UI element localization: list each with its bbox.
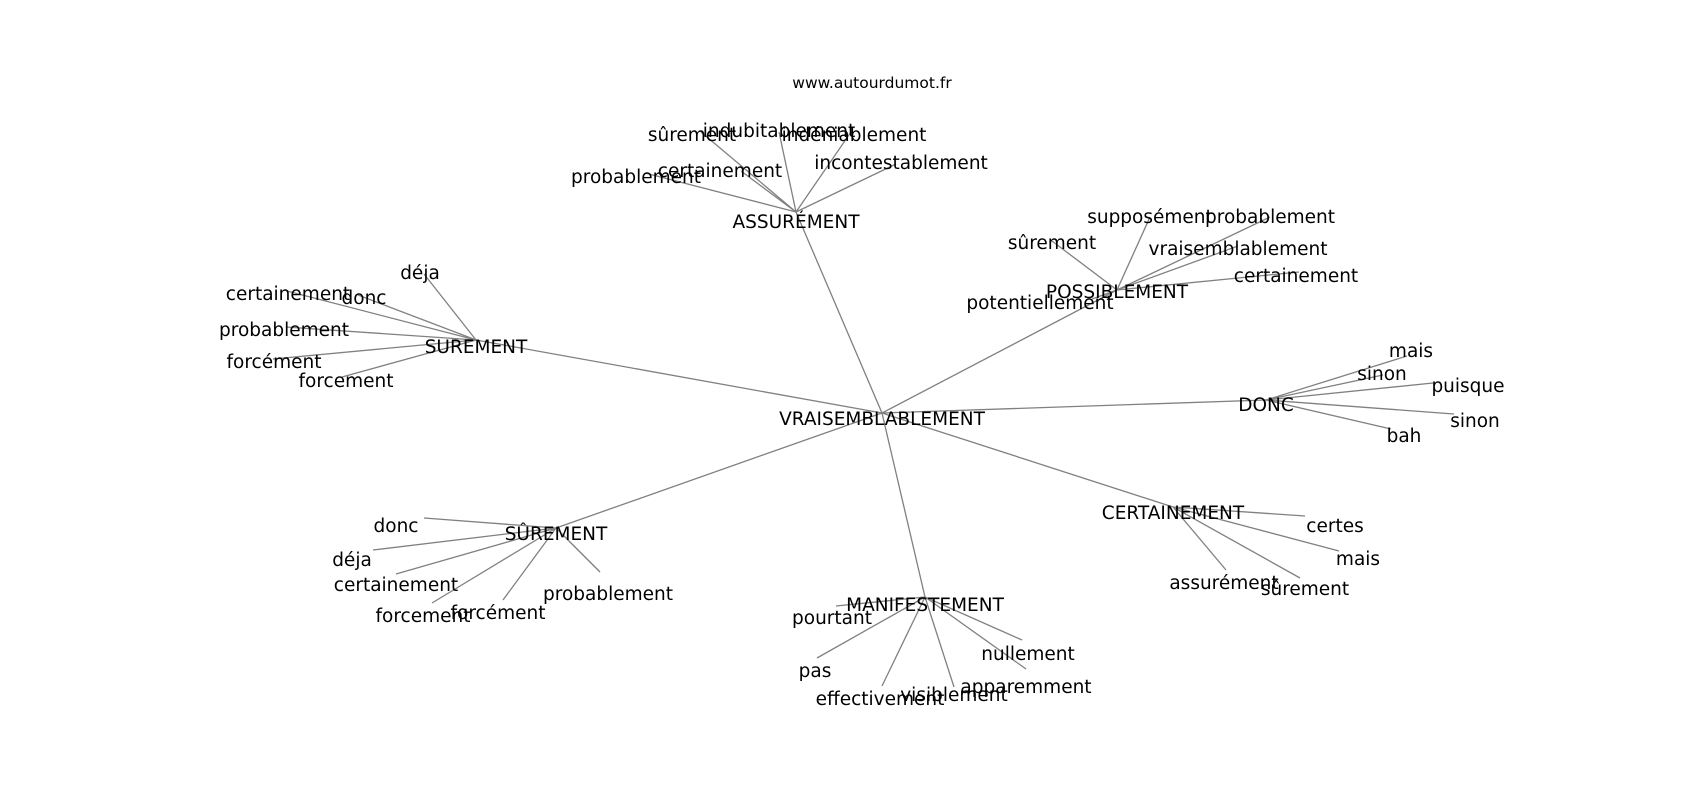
leaf-word-donc-1: sinon — [1357, 364, 1407, 385]
leaf-word-assurement-1: sûrement — [648, 125, 736, 146]
edge-assurement-3 — [795, 131, 852, 213]
hub-word-surement-plain: SUREMENT — [425, 337, 528, 358]
leaf-word-manifestement-4: apparemment — [960, 677, 1091, 698]
leaf-word-surement-plain-2: donc — [342, 288, 387, 309]
edge-center-certainement — [881, 412, 1174, 508]
leaf-word-surement-plain-0: déja — [400, 263, 440, 284]
edge-surement-plain-4 — [272, 339, 477, 360]
edge-center-surement-plain — [475, 339, 883, 414]
leaf-word-surement-accent-3: forcement — [376, 606, 471, 627]
leaf-word-manifestement-3: visiblement — [900, 685, 1008, 706]
leaf-word-surement-accent-5: probablement — [543, 584, 673, 605]
hub-word-possiblement: POSSIBLEMENT — [1046, 282, 1189, 303]
leaf-word-manifestement-5: nullement — [981, 644, 1075, 665]
edge-surement-plain-0 — [423, 273, 477, 341]
leaf-word-possiblement-4: certainement — [1234, 266, 1358, 287]
edge-center-assurement — [795, 211, 883, 414]
edge-certainement-3 — [1172, 506, 1301, 579]
edge-center-donc — [881, 399, 1267, 414]
leaf-word-certainement-1: mais — [1336, 549, 1380, 570]
leaf-word-donc-0: mais — [1389, 341, 1433, 362]
edge-possiblement-5 — [1091, 289, 1118, 300]
labels: probablementsûrementindubitablementindén… — [219, 121, 1505, 710]
leaf-word-assurement-4: certainement — [658, 161, 782, 182]
leaf-word-possiblement-3: vraisemblablement — [1149, 239, 1328, 260]
edge-surement-plain-2 — [357, 294, 477, 341]
edge-manifestement-0 — [835, 596, 926, 607]
leaf-word-donc-2: puisque — [1431, 376, 1504, 397]
edge-surement-plain-5 — [341, 339, 477, 378]
leaf-word-possiblement-0: sûrement — [1008, 233, 1096, 254]
edge-surement-accent-1 — [372, 527, 557, 551]
edge-donc-2 — [1265, 382, 1434, 401]
leaf-word-surement-plain-3: probablement — [219, 320, 349, 341]
edge-center-possiblement — [881, 289, 1118, 414]
edge-manifestement-1 — [816, 596, 926, 659]
edge-assurement-4 — [740, 170, 797, 213]
center-word: VRAISEMBLABLEMENT — [779, 409, 986, 430]
leaf-word-surement-plain-5: forcement — [299, 371, 394, 392]
edge-surement-accent-5 — [555, 527, 601, 573]
leaf-word-donc-3: sinon — [1450, 411, 1500, 432]
leaf-word-donc-4: bah — [1387, 426, 1422, 447]
edge-possiblement-0 — [1051, 240, 1118, 291]
leaf-word-certainement-3: sûrement — [1261, 579, 1349, 600]
edge-possiblement-4 — [1116, 271, 1300, 291]
edge-surement-plain-3 — [285, 326, 477, 341]
leaf-word-surement-accent-2: certainement — [334, 575, 458, 596]
leaf-word-surement-accent-1: déja — [332, 550, 372, 571]
edge-assurement-5 — [795, 163, 897, 213]
edge-assurement-2 — [778, 131, 797, 213]
edge-manifestement-4 — [924, 596, 1027, 670]
leaf-word-manifestement-2: effectivement — [816, 689, 945, 710]
leaf-word-manifestement-1: pas — [799, 661, 832, 682]
edge-possiblement-3 — [1116, 245, 1239, 291]
leaf-word-manifestement-0: pourtant — [792, 608, 872, 629]
leaf-word-surement-accent-0: donc — [374, 516, 419, 537]
edge-certainement-2 — [1172, 506, 1227, 571]
edge-possiblement-2 — [1116, 216, 1271, 291]
edge-certainement-1 — [1172, 506, 1340, 552]
leaf-word-surement-accent-4: forcément — [451, 603, 546, 624]
edge-surement-accent-0 — [423, 517, 557, 529]
leaf-word-assurement-0: probablement — [571, 167, 701, 188]
edge-donc-1 — [1265, 374, 1384, 401]
hub-word-assurement: ASSURÉMENT — [732, 211, 860, 233]
leaf-word-surement-plain-1: certainement — [226, 284, 350, 305]
site-title: www.autourdumot.fr — [792, 74, 952, 92]
edge-surement-accent-4 — [502, 527, 557, 601]
edge-manifestement-2 — [881, 596, 926, 687]
leaf-word-possiblement-5: potentiellement — [966, 293, 1113, 314]
hub-word-donc: DONC — [1238, 395, 1294, 416]
leaf-word-certainement-2: assurément — [1169, 573, 1278, 594]
edge-surement-plain-1 — [286, 290, 477, 341]
edge-manifestement-5 — [924, 596, 1023, 641]
edge-donc-3 — [1265, 399, 1455, 415]
leaf-word-possiblement-2: probablement — [1205, 207, 1335, 228]
edge-possiblement-1 — [1116, 216, 1151, 291]
edge-donc-0 — [1265, 355, 1408, 401]
edge-surement-accent-3 — [431, 527, 557, 604]
leaf-word-assurement-5: incontestablement — [814, 153, 988, 174]
hub-word-manifestement: MANIFESTEMENT — [846, 595, 1004, 616]
leaf-word-assurement-2: indubitablement — [703, 121, 855, 142]
edge-center-surement-accent — [555, 412, 883, 529]
edge-manifestement-3 — [924, 596, 955, 688]
edge-assurement-1 — [700, 131, 797, 213]
hub-word-surement-accent: SÛREMENT — [505, 523, 608, 545]
edge-certainement-0 — [1172, 506, 1306, 517]
edge-center-manifestement — [881, 412, 926, 598]
edge-donc-4 — [1265, 399, 1392, 430]
hub-word-certainement: CERTAINEMENT — [1102, 503, 1245, 524]
leaf-word-surement-plain-4: forcément — [227, 352, 322, 373]
leaf-word-possiblement-1: supposément — [1087, 207, 1213, 228]
leaf-word-certainement-0: certes — [1306, 516, 1363, 537]
edges — [272, 131, 1455, 688]
leaf-word-assurement-3: indéniablement — [782, 125, 927, 146]
edge-assurement-0 — [644, 172, 797, 213]
edge-surement-accent-2 — [395, 527, 557, 575]
